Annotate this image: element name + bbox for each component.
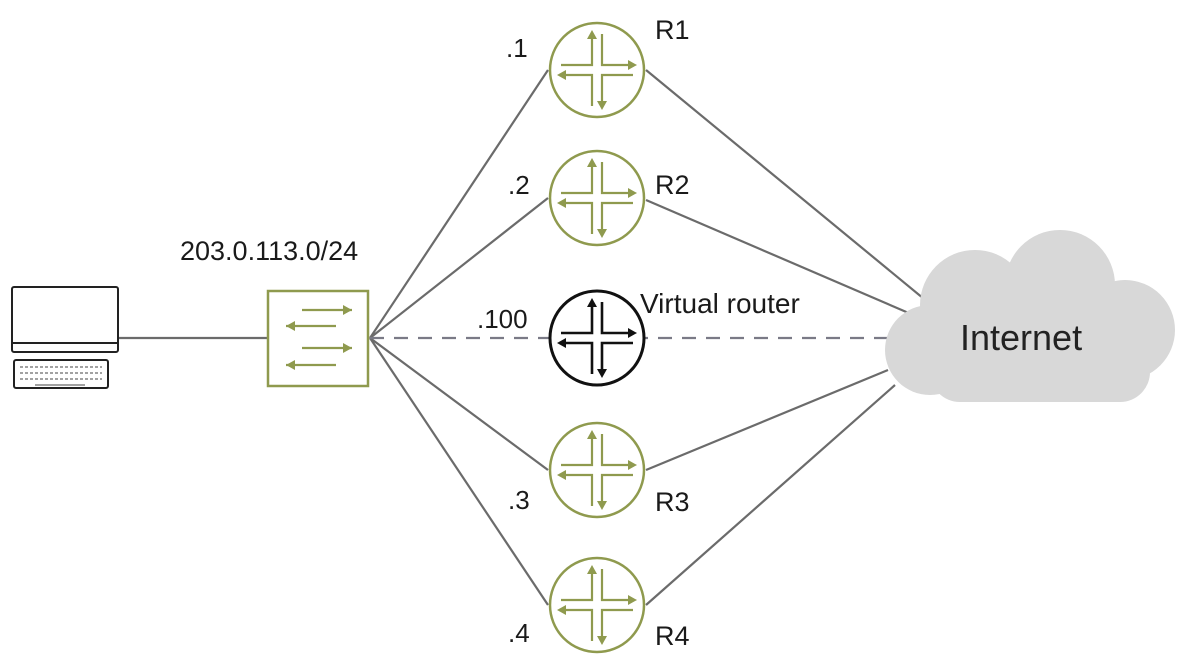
r2-ip-label: .2 (508, 170, 530, 200)
r2-name-label: R2 (655, 170, 690, 200)
router-lines (561, 162, 633, 234)
router-arrowhead (628, 60, 637, 70)
router-icon (548, 556, 646, 654)
link-r3-internet (645, 368, 889, 472)
subnet-label: 203.0.113.0/24 (180, 236, 359, 266)
router-r2 (548, 149, 646, 247)
router-icon (548, 149, 646, 247)
router-arrowhead (587, 565, 597, 574)
router-arrowhead (557, 198, 566, 208)
router-lines (561, 302, 633, 374)
link-r1-internet (645, 69, 936, 309)
virtual-router-name-label: Virtual router (640, 288, 800, 319)
switch-icon (266, 289, 370, 388)
r1-name-label: R1 (655, 15, 690, 45)
laptop-icon (11, 286, 119, 389)
router-arrowhead (597, 501, 607, 510)
router-arrowhead (628, 595, 637, 605)
router-arrowhead (587, 30, 597, 39)
router-r1 (548, 21, 646, 119)
router-arrowhead (557, 605, 566, 615)
internet-label: Internet (960, 317, 1083, 358)
router-arrowhead (628, 460, 637, 470)
router-arrowhead (597, 369, 607, 378)
r1-ip-label: .1 (506, 33, 528, 63)
cloud-icon (885, 230, 1175, 402)
router-arrowhead (557, 70, 566, 80)
router-icon (548, 21, 646, 119)
router-arrowhead (587, 430, 597, 439)
router-arrowhead (587, 158, 597, 167)
router-arrowhead (557, 338, 566, 348)
router-icon (548, 421, 646, 519)
router-arrowhead (597, 636, 607, 645)
router-lines (561, 569, 633, 641)
link-r2-internet (645, 198, 926, 322)
router-r4 (548, 556, 646, 654)
r3-name-label: R3 (655, 487, 690, 517)
router-arrowhead (597, 229, 607, 238)
virtual-router-icon (548, 289, 646, 387)
r3-ip-label: .3 (508, 485, 530, 515)
virtual-router-ip-label: .100 (477, 304, 528, 334)
router-arrowhead (587, 298, 597, 307)
virtual-router (548, 289, 646, 387)
router-r3 (548, 421, 646, 519)
link-switch-r2 (369, 197, 549, 339)
router-arrowhead (557, 470, 566, 480)
link-switch-r3 (369, 337, 549, 471)
router-lines (561, 34, 633, 106)
link-switch-r1 (369, 69, 549, 339)
router-lines (561, 434, 633, 506)
link-r4-internet (645, 384, 896, 606)
links (118, 69, 936, 606)
router-arrowhead (597, 101, 607, 110)
router-arrowhead (628, 188, 637, 198)
router-arrowhead (628, 328, 637, 338)
r4-name-label: R4 (655, 621, 690, 651)
link-switch-r4 (369, 337, 549, 606)
r4-ip-label: .4 (508, 618, 530, 648)
